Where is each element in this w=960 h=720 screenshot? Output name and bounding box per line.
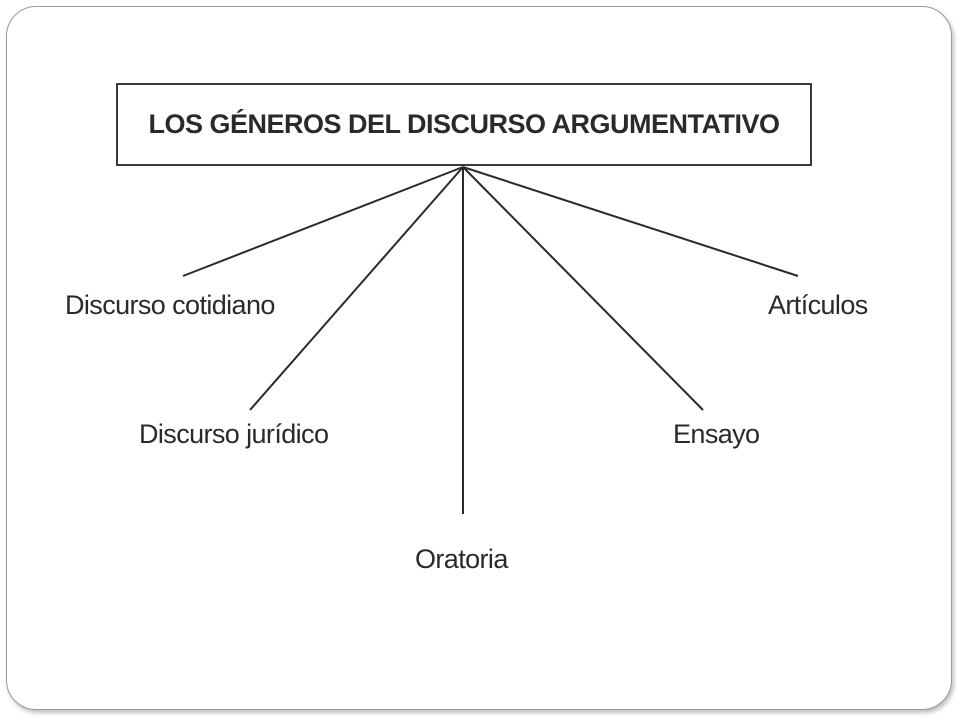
diagram-title: LOS GÉNEROS DEL DISCURSO ARGUMENTATIVO <box>148 109 780 139</box>
connector-discurso-cotidiano <box>182 166 464 277</box>
node-discurso-cotidiano: Discurso cotidiano <box>65 290 275 320</box>
title-box: LOS GÉNEROS DEL DISCURSO ARGUMENTATIVO <box>116 83 812 166</box>
node-ensayo: Ensayo <box>673 419 760 449</box>
node-discurso-juridico: Discurso jurídico <box>139 419 329 449</box>
node-oratoria: Oratoria <box>415 544 508 574</box>
node-articulos: Artículos <box>768 290 868 320</box>
connector-ensayo <box>462 166 704 411</box>
connector-articulos <box>462 166 799 277</box>
connector-discurso-juridico <box>249 166 464 411</box>
